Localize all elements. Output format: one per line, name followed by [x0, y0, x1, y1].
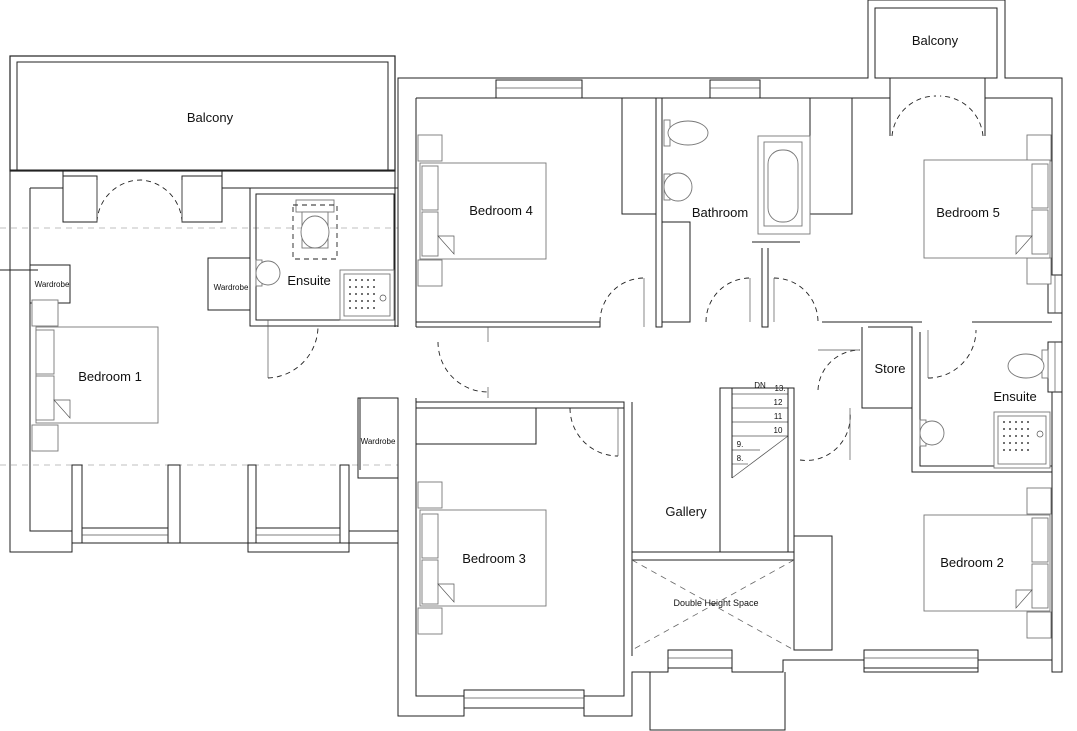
ensuite-right-label: Ensuite — [993, 389, 1036, 404]
room-labels: Balcony Balcony Bedroom 1 Bedroom 2 Bedr… — [35, 33, 1037, 608]
wardrobe-label-a: Wardrobe — [35, 280, 70, 289]
balcony-left-label: Balcony — [187, 110, 234, 125]
stair-step-11: 11 — [774, 412, 783, 421]
balcony-left-outline — [9, 55, 396, 172]
balcony-right-outline — [874, 7, 998, 79]
store-label: Store — [874, 361, 905, 376]
gallery-label: Gallery — [665, 504, 707, 519]
main-block — [397, 0, 1063, 731]
stair-step-9: 9. — [737, 440, 744, 449]
wardrobe-label-c: Wardrobe — [361, 437, 396, 446]
stair-step-8: 8. — [737, 454, 744, 463]
left-wing — [0, 55, 399, 553]
stair-labels: DN 13. 12 11 10 9. 8. — [737, 381, 786, 463]
bedroom-3-label: Bedroom 3 — [462, 551, 526, 566]
shower-dots — [349, 279, 375, 309]
wardrobe-label-b: Wardrobe — [214, 283, 249, 292]
stair-direction-label: DN — [754, 381, 766, 390]
bedroom-2-label: Bedroom 2 — [940, 555, 1004, 570]
bathroom-label: Bathroom — [692, 205, 748, 220]
ensuite-left-label: Ensuite — [287, 273, 330, 288]
stair-step-10: 10 — [774, 426, 783, 435]
bedroom-4-label: Bedroom 4 — [469, 203, 533, 218]
outer-wall — [397, 0, 1063, 731]
stair-step-12: 12 — [774, 398, 783, 407]
bedroom-1-label: Bedroom 1 — [78, 369, 142, 384]
balcony-right-label: Balcony — [912, 33, 959, 48]
bedroom-5-label: Bedroom 5 — [936, 205, 1000, 220]
stair-treads — [731, 388, 789, 552]
stair-step-13: 13. — [774, 384, 785, 393]
double-height-label: Double Height Space — [673, 598, 758, 608]
shower-dots-right — [1003, 421, 1029, 451]
